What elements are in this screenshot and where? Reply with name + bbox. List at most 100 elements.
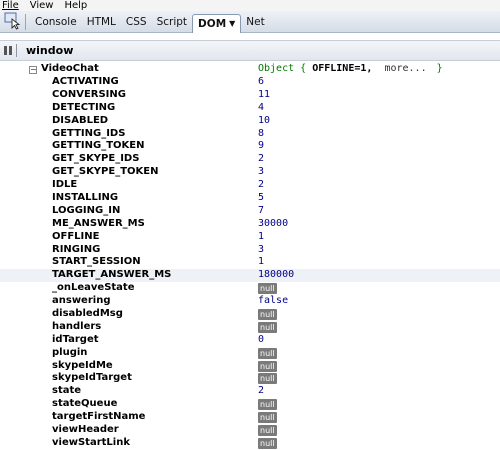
tree-row[interactable]: TARGET_ANSWER_MS 180000 xyxy=(0,269,500,283)
property-value[interactable]: 9 xyxy=(258,140,265,152)
property-name: targetFirstName xyxy=(52,411,146,423)
menu-bar: File View Help xyxy=(0,0,500,11)
property-value[interactable]: 6 xyxy=(258,76,265,87)
object-summary[interactable]: Object { OFFLINE=1, more... } xyxy=(258,63,443,74)
property-name: skypeIdMe xyxy=(52,359,113,371)
property-value[interactable]: 1 xyxy=(258,256,265,268)
property-value[interactable]: 30000 xyxy=(258,217,289,229)
tab-script[interactable]: Script xyxy=(156,16,188,28)
tab-css[interactable]: CSS xyxy=(125,16,147,28)
property-value[interactable]: 0 xyxy=(258,333,265,345)
property-value[interactable]: 3 xyxy=(258,243,265,255)
property-name: CONVERSING xyxy=(52,88,126,100)
tree-row[interactable]: ME_ANSWER_MS 30000 xyxy=(0,218,500,231)
property-value[interactable]: 2 xyxy=(258,153,265,165)
tree-row[interactable]: RINGING 3 xyxy=(0,244,500,257)
property-name: ACTIVATING xyxy=(52,76,119,87)
property-name: viewHeader xyxy=(52,424,119,436)
null-badge[interactable]: null xyxy=(258,347,277,359)
tree-row[interactable]: CONVERSING 11 xyxy=(0,89,500,102)
tree-row[interactable]: skypeIdTarget null xyxy=(0,372,500,385)
property-value[interactable]: 2 xyxy=(258,385,265,397)
property-name: DETECTING xyxy=(52,101,116,113)
null-badge[interactable]: null xyxy=(258,373,277,385)
property-name: LOGGING_IN xyxy=(52,204,121,216)
property-value[interactable]: 11 xyxy=(258,88,271,100)
tab-console[interactable]: Console xyxy=(35,16,77,28)
property-name: GET_SKYPE_TOKEN xyxy=(52,166,159,178)
property-name: _onLeaveState xyxy=(52,282,135,294)
tab-net[interactable]: Net xyxy=(246,16,265,28)
property-name: answering xyxy=(52,295,111,307)
null-badge[interactable]: null xyxy=(258,283,277,295)
path-separator xyxy=(16,44,17,57)
menu-file[interactable]: File xyxy=(2,0,19,11)
tree-row[interactable]: state 2 xyxy=(0,385,500,398)
tree-row[interactable]: _onLeaveState null xyxy=(0,282,500,295)
tree-row[interactable]: DETECTING 4 xyxy=(0,102,500,115)
tree-row[interactable]: INSTALLING 5 xyxy=(0,192,500,205)
tab-html[interactable]: HTML xyxy=(86,16,116,28)
tree-row[interactable]: answering false xyxy=(0,295,500,308)
null-badge[interactable]: null xyxy=(258,425,277,437)
null-badge[interactable]: null xyxy=(258,360,277,372)
tree-row[interactable]: GET_SKYPE_TOKEN 3 xyxy=(0,166,500,179)
null-badge[interactable]: null xyxy=(258,399,277,411)
tree-row[interactable]: OFFLINE 1 xyxy=(0,231,500,244)
property-value[interactable]: 4 xyxy=(258,101,265,113)
tree-row[interactable]: ACTIVATING 6 xyxy=(0,76,500,89)
tree-row-object[interactable]: − VideoChat Object { OFFLINE=1, more... … xyxy=(0,63,500,76)
property-value[interactable]: false xyxy=(258,295,289,307)
property-name: plugin xyxy=(52,346,88,358)
tree-row[interactable]: viewStartLink null xyxy=(0,437,500,450)
tree-row[interactable]: disabledMsg null xyxy=(0,308,500,321)
null-badge[interactable]: null xyxy=(258,321,277,333)
property-name: GETTING_TOKEN xyxy=(52,140,145,152)
tree-row[interactable]: skypeIdMe null xyxy=(0,360,500,373)
null-badge[interactable]: null xyxy=(258,412,277,424)
property-value[interactable]: 3 xyxy=(258,166,265,178)
tab-dom[interactable]: DOM ▼ xyxy=(192,14,242,33)
null-badge[interactable]: null xyxy=(258,437,277,449)
property-value[interactable]: 1 xyxy=(258,230,265,242)
property-name: state xyxy=(52,385,82,397)
null-badge[interactable]: null xyxy=(258,309,277,321)
property-name: handlers xyxy=(52,320,102,332)
menu-help[interactable]: Help xyxy=(64,0,88,11)
property-value[interactable]: 5 xyxy=(258,192,265,204)
property-name: INSTALLING xyxy=(52,192,119,204)
inspect-cursor-icon[interactable] xyxy=(3,11,23,31)
tab-dom-label: DOM xyxy=(198,18,227,30)
chevron-down-icon[interactable]: ▼ xyxy=(229,19,236,28)
tree-row[interactable]: plugin null xyxy=(0,347,500,360)
tree-row[interactable]: viewHeader null xyxy=(0,424,500,437)
property-value[interactable]: 180000 xyxy=(258,269,295,281)
property-value[interactable]: 10 xyxy=(258,114,271,126)
property-name: RINGING xyxy=(52,243,101,255)
property-value[interactable]: 8 xyxy=(258,127,265,139)
tree-row[interactable]: GETTING_TOKEN 9 xyxy=(0,140,500,153)
property-name: DISABLED xyxy=(52,114,109,126)
tree-row[interactable]: DISABLED 10 xyxy=(0,115,500,128)
path-item-window[interactable]: window xyxy=(26,44,74,57)
tree-row[interactable]: LOGGING_IN 7 xyxy=(0,205,500,218)
tree-row[interactable]: targetFirstName null xyxy=(0,411,500,424)
property-value[interactable]: 2 xyxy=(258,179,265,191)
property-name: TARGET_ANSWER_MS xyxy=(52,269,172,281)
property-name: OFFLINE xyxy=(52,230,100,242)
property-name: skypeIdTarget xyxy=(52,372,132,384)
collapse-icon[interactable]: − xyxy=(29,65,37,74)
property-name: ME_ANSWER_MS xyxy=(52,217,145,229)
property-value[interactable]: 7 xyxy=(258,204,265,216)
property-name: disabledMsg xyxy=(52,308,123,320)
pause-icon[interactable] xyxy=(4,46,12,55)
menu-view[interactable]: View xyxy=(29,0,54,11)
property-name: viewStartLink xyxy=(52,436,130,448)
tree-row[interactable]: handlers null xyxy=(0,321,500,334)
